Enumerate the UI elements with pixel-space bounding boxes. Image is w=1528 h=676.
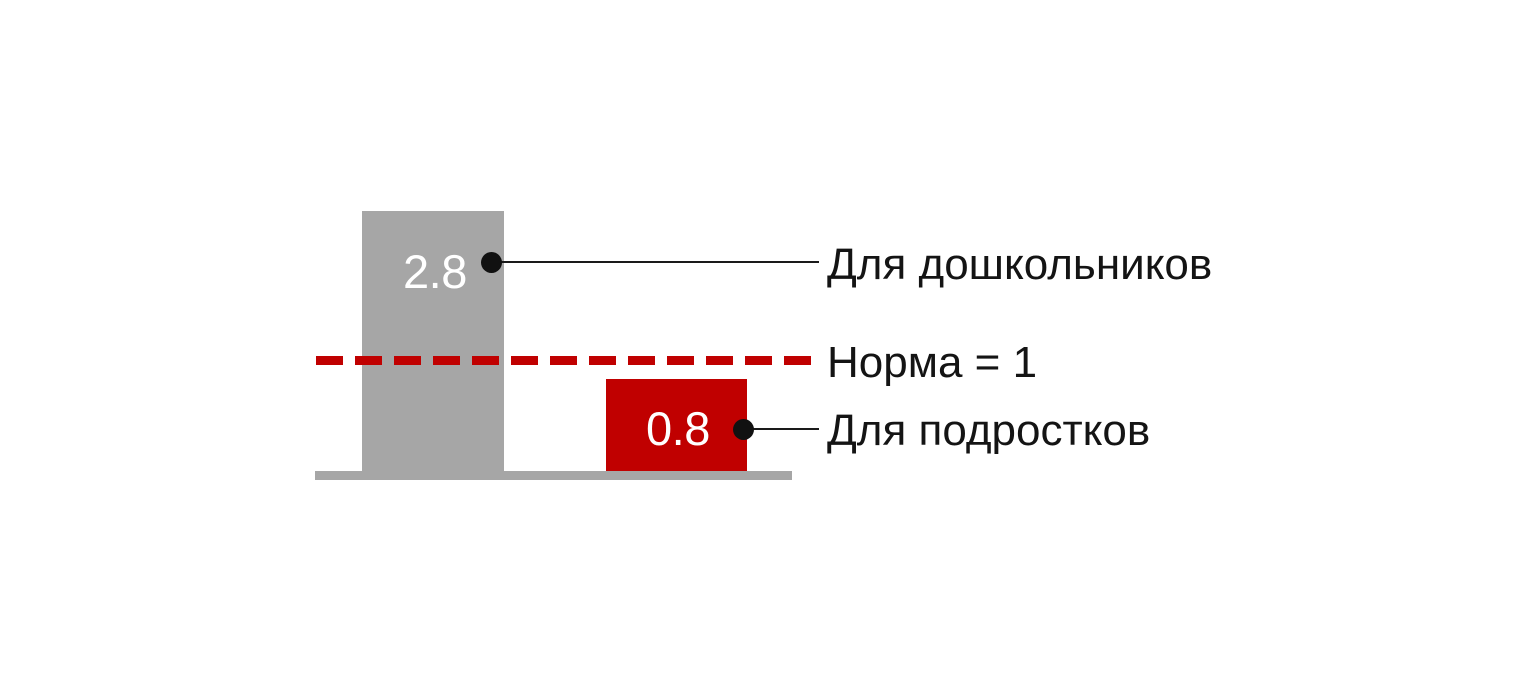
norm-reference-line bbox=[316, 356, 812, 365]
callout-label-teen: Для подростков bbox=[827, 406, 1151, 455]
leader-line-teen bbox=[743, 428, 819, 430]
callout-dot-preschool bbox=[481, 252, 502, 273]
callout-dot-teen bbox=[733, 419, 754, 440]
bar-teen[interactable] bbox=[606, 379, 747, 471]
bar-value-preschool: 2.8 bbox=[403, 245, 467, 298]
callout-label-preschool: Для дошкольников bbox=[827, 240, 1213, 289]
chart-baseline bbox=[315, 471, 792, 480]
norm-label: Норма = 1 bbox=[827, 338, 1038, 387]
leader-line-preschool bbox=[491, 261, 819, 263]
bar-preschool[interactable] bbox=[362, 211, 504, 471]
bar-value-teen: 0.8 bbox=[646, 402, 710, 455]
